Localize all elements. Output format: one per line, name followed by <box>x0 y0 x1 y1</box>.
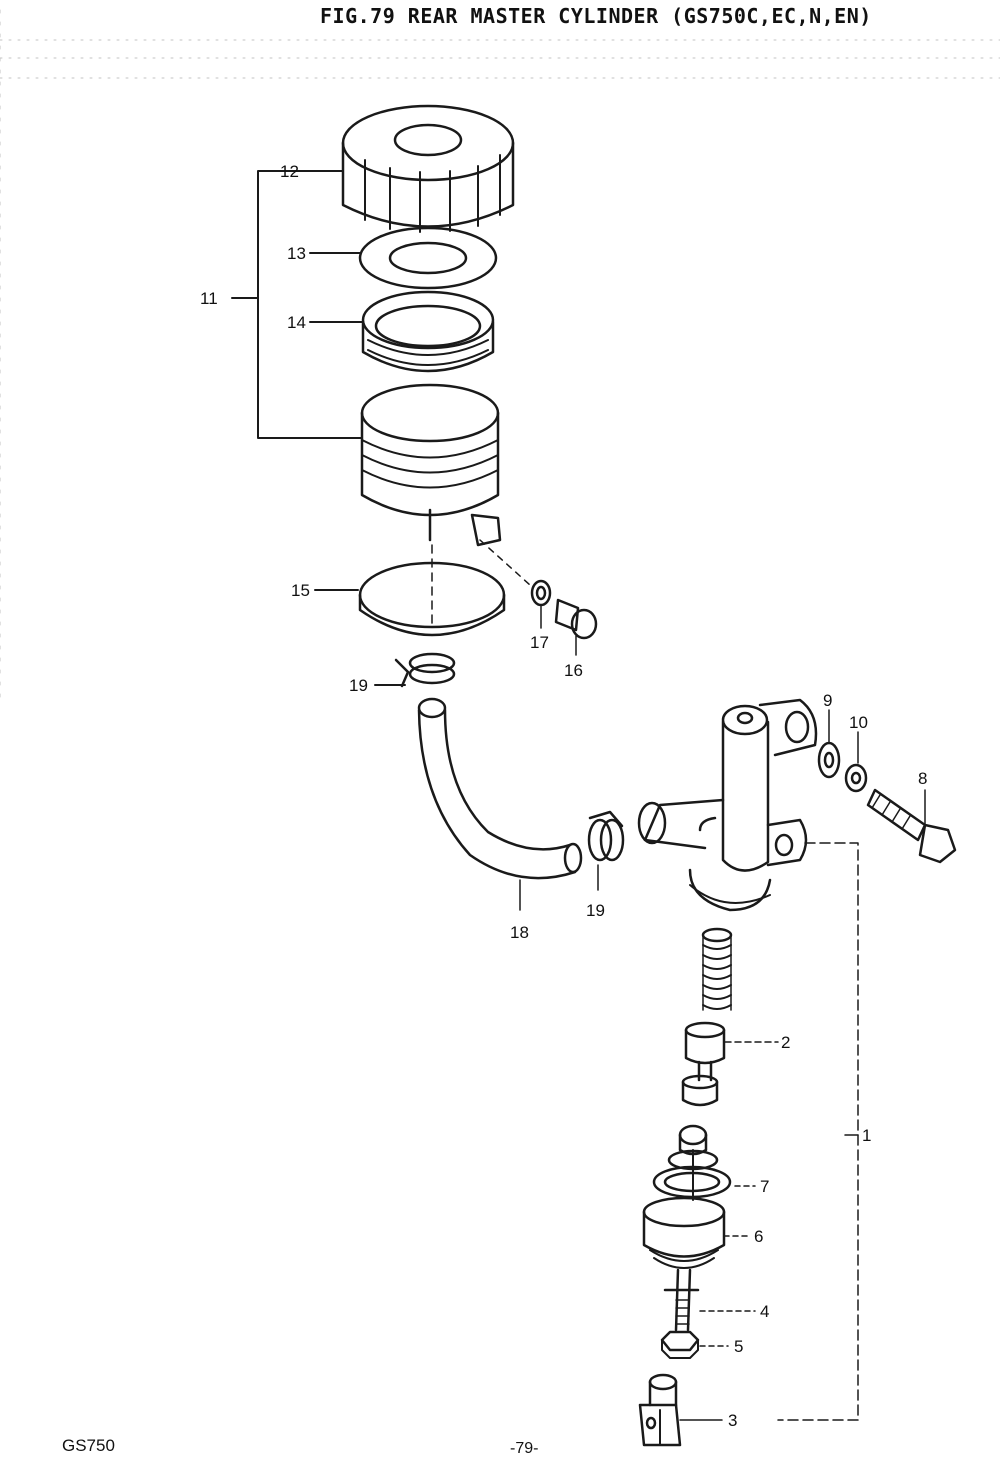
callout-9: 9 <box>823 691 833 710</box>
figure-title: FIG.79 REAR MASTER CYLINDER (GS750C,EC,N… <box>320 4 872 28</box>
push-rod-4 <box>663 1268 756 1332</box>
callout-11: 11 <box>200 289 218 308</box>
page-number: -79- <box>510 1440 539 1457</box>
dust-boot <box>642 1196 751 1269</box>
scan-noise <box>0 9 1000 701</box>
bolt-8 <box>866 788 957 864</box>
callout-3: 3 <box>728 1411 738 1430</box>
return-spring <box>701 927 733 1011</box>
washer-17 <box>530 579 552 629</box>
callout-2: 2 <box>781 1033 791 1052</box>
callout-12: 12 <box>280 162 299 181</box>
piston-assembly <box>681 1021 779 1107</box>
callout-18: 18 <box>510 923 529 942</box>
callout-15: 15 <box>291 581 310 600</box>
callout-4: 4 <box>760 1302 770 1321</box>
screw-16 <box>554 598 598 656</box>
callout-16: 16 <box>564 661 583 680</box>
reservoir-hose <box>417 697 583 911</box>
hose-clamp-lower <box>587 810 625 891</box>
master-cylinder-body <box>637 698 859 1421</box>
reservoir-holder-band <box>314 539 531 637</box>
callout-7: 7 <box>760 1177 770 1196</box>
washer-9 <box>817 709 841 779</box>
lock-nut-5 <box>660 1330 729 1359</box>
callout-5: 5 <box>734 1337 744 1356</box>
circlip-7 <box>652 1165 756 1199</box>
clevis-3 <box>638 1373 723 1447</box>
callout-19-lower: 19 <box>586 901 605 920</box>
callout-14: 14 <box>287 313 306 332</box>
diaphragm <box>309 290 495 373</box>
model-label: GS750 <box>62 1436 115 1455</box>
diaphragm-plate <box>309 226 498 290</box>
callout-1: 1 <box>862 1126 872 1145</box>
callout-10: 10 <box>849 713 868 732</box>
callout-8: 8 <box>918 769 928 788</box>
reservoir-tank <box>360 383 502 547</box>
callout-6: 6 <box>754 1227 764 1246</box>
callout-19-upper: 19 <box>349 676 368 695</box>
callout-13: 13 <box>287 244 306 263</box>
hose-clamp-upper <box>374 652 456 688</box>
callout-17: 17 <box>530 633 549 652</box>
washer-10 <box>844 731 868 793</box>
leader-bracket-11 <box>231 170 363 439</box>
reservoir-cap <box>291 104 515 233</box>
